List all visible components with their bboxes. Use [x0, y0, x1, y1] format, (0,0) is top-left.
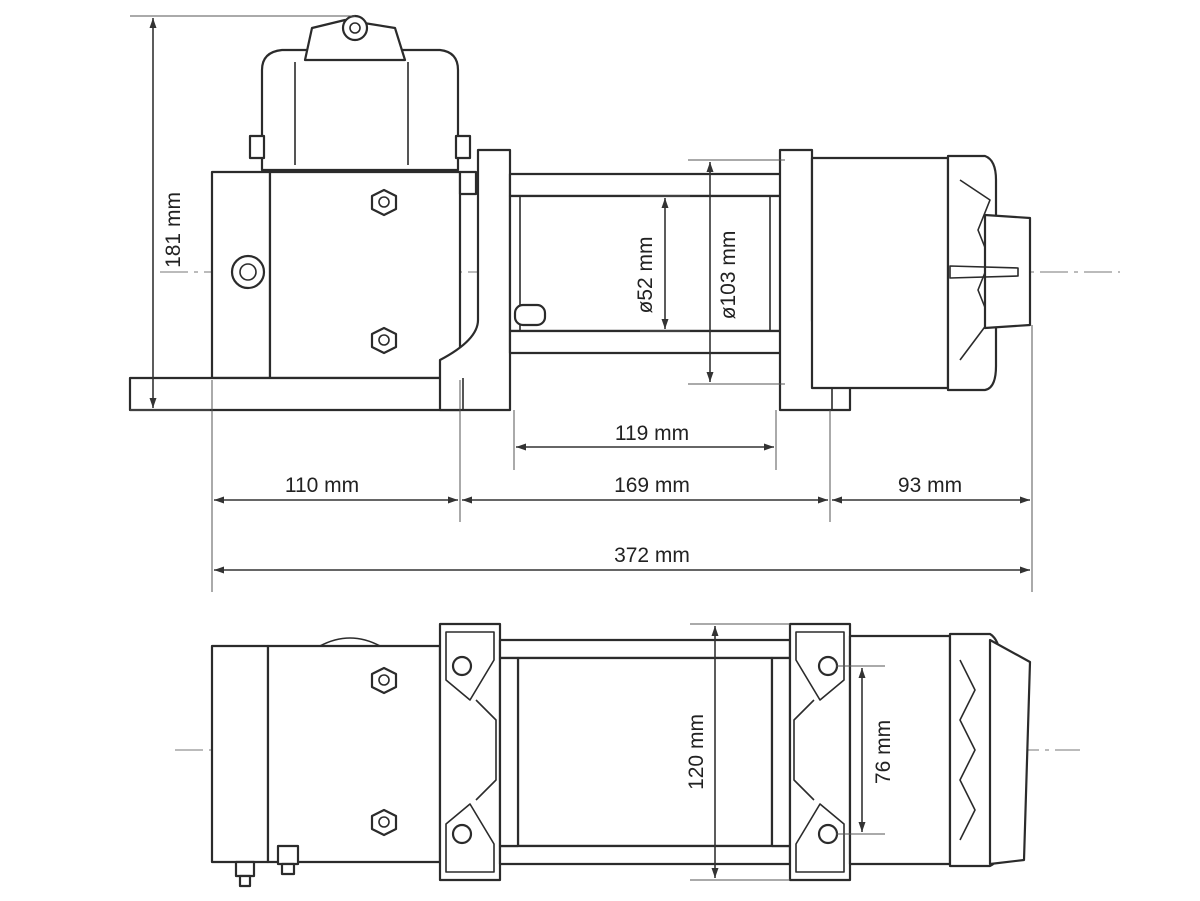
left-mount-plate: [438, 622, 502, 882]
side-dimensions: 181 mm ø52 mm ø103 mm 119 mm 110 mm 169 …: [130, 15, 1033, 592]
total-length-label: 372 mm: [614, 544, 690, 567]
drum: [508, 172, 784, 355]
motor-housing-top: [210, 637, 442, 888]
mid-length-label: 169 mm: [614, 474, 690, 497]
left-length-label: 110 mm: [285, 474, 359, 497]
right-mount-plate: [788, 622, 852, 882]
motor-housing: [128, 170, 462, 412]
height-dimension-label: 181 mm: [162, 192, 185, 268]
top-dimensions: 120 mm 76 mm: [685, 623, 895, 881]
side-view: [128, 14, 1120, 412]
top-view: [175, 622, 1080, 888]
gearbox: [810, 154, 1032, 392]
bolt-spacing-label: 76 mm: [872, 720, 895, 784]
mount-width-label: 120 mm: [685, 714, 708, 790]
control-box: [248, 14, 472, 172]
drum-top: [498, 638, 792, 866]
drum-diameter-label: ø52 mm: [634, 236, 657, 313]
left-bracket: [438, 148, 512, 412]
flange-diameter-label: ø103 mm: [717, 231, 740, 320]
gearbox-top: [848, 632, 1032, 868]
right-length-label: 93 mm: [898, 474, 962, 497]
drum-length-label: 119 mm: [615, 422, 689, 445]
